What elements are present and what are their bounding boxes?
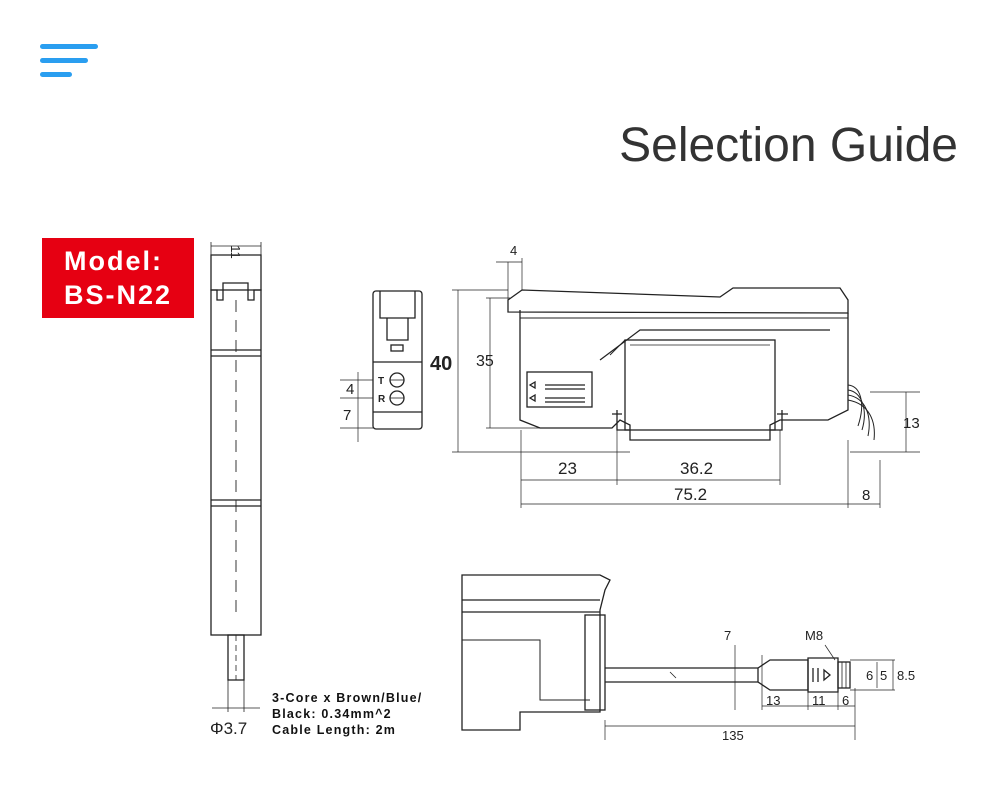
spec-line-3: Cable Length: 2m <box>272 723 397 737</box>
dim-cable-length: 135 <box>722 728 744 743</box>
dim-height-total: 40 <box>430 353 452 375</box>
dim-rail-offset: 23 <box>558 459 577 478</box>
dim-conn-6: 6 <box>866 668 873 683</box>
dim-rail-width: 36.2 <box>680 459 713 478</box>
cable-spec: 3-Core x Brown/Blue/ Black: 0.34mm^2 Cab… <box>272 690 422 738</box>
hamburger-menu-icon[interactable] <box>40 44 100 84</box>
dim-conn-11: 11 <box>812 693 826 708</box>
dim-conn-13: 13 <box>766 693 780 708</box>
connector-view <box>461 574 895 740</box>
spec-line-2: Black: 0.34mm^2 <box>272 707 392 721</box>
page-title: Selection Guide <box>619 119 958 172</box>
dim-cable-offset: 8 <box>862 487 870 504</box>
model-number: BS-N22 <box>64 280 173 310</box>
dim-height-body: 35 <box>476 353 494 370</box>
main-body-view <box>452 258 920 508</box>
dim-front-r-spacing: 7 <box>343 407 351 424</box>
dim-front-t-spacing: 4 <box>346 381 354 398</box>
dim-conn-5: 5 <box>880 668 887 683</box>
dim-conn-6b: 6 <box>842 693 849 708</box>
dim-gap-top: 4 <box>510 243 517 258</box>
side-view <box>210 242 262 712</box>
led-t-label: T <box>378 376 384 387</box>
dim-body-length: 75.2 <box>674 485 707 504</box>
dim-side-width: 11 <box>228 245 243 259</box>
spec-line-1: 3-Core x Brown/Blue/ <box>272 691 423 705</box>
dim-conn-85: 8.5 <box>897 668 915 683</box>
led-r-label: R <box>378 394 386 405</box>
front-view <box>340 290 423 442</box>
model-badge: Model: BS-N22 <box>42 238 194 318</box>
dim-cable-diameter: Φ3.7 <box>210 719 247 738</box>
dim-conn-thread: M8 <box>805 628 823 643</box>
dim-conn-7: 7 <box>724 628 731 643</box>
model-label: Model: <box>64 246 163 276</box>
dim-cable-height: 13 <box>903 415 920 432</box>
